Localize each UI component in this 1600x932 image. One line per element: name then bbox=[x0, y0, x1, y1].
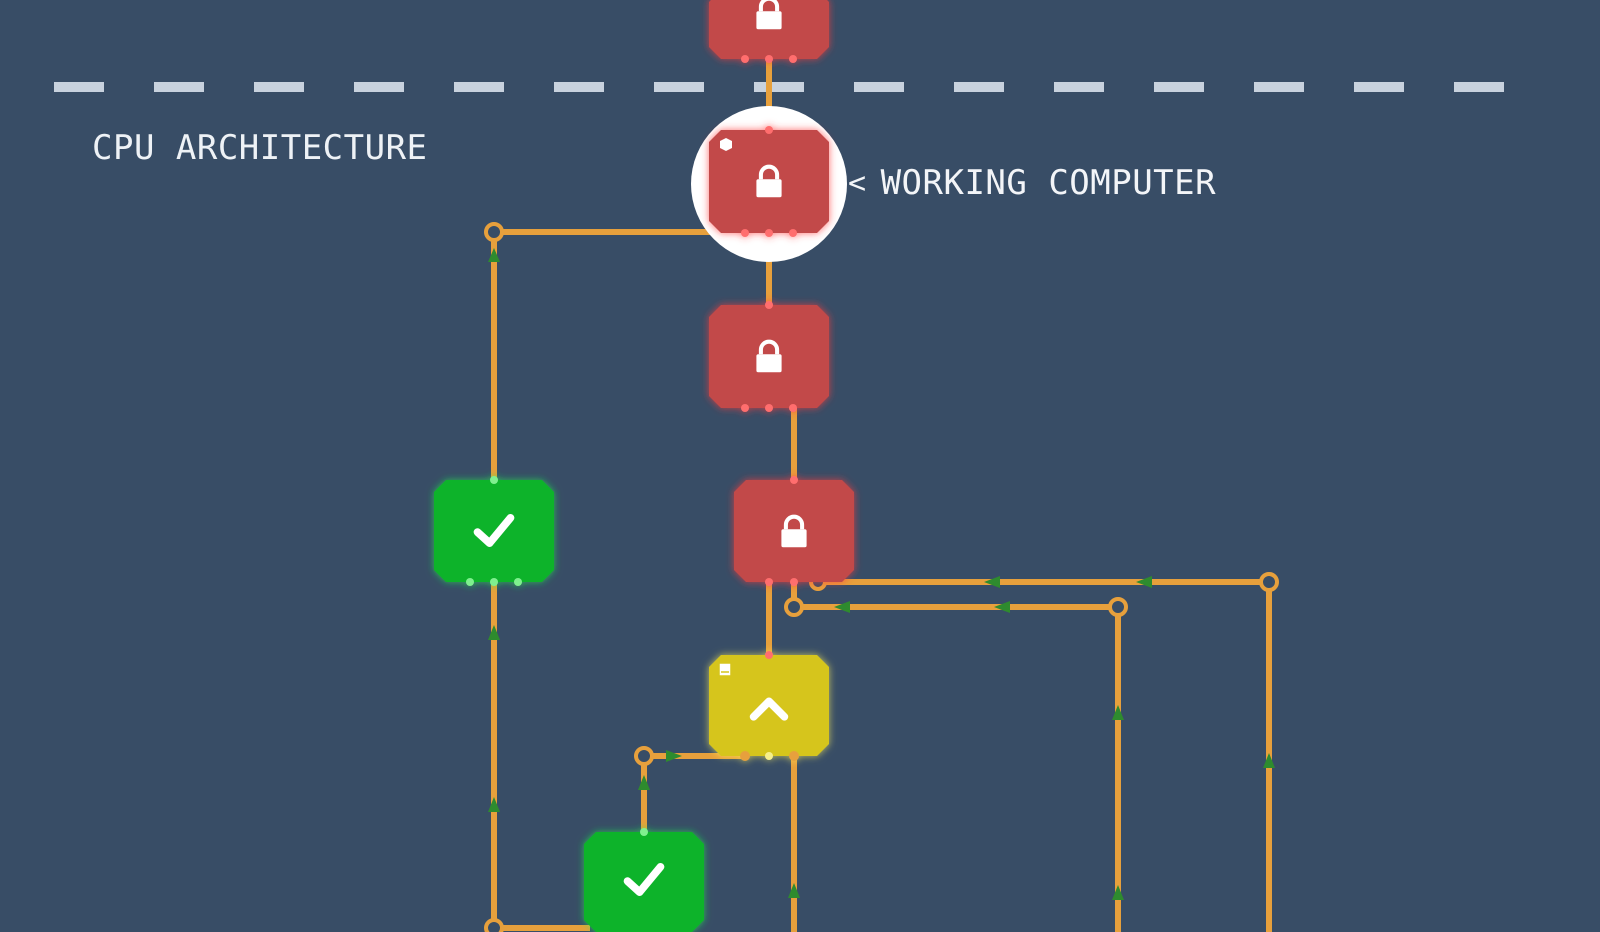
flow-arrow-icon bbox=[994, 601, 1010, 613]
flow-arrow-icon bbox=[638, 775, 650, 790]
level-node-available[interactable] bbox=[709, 651, 829, 761]
wire-joint bbox=[484, 222, 504, 242]
wire-joint bbox=[634, 746, 654, 766]
flow-arrow-icon bbox=[488, 248, 500, 262]
wire-joint bbox=[484, 918, 504, 932]
flow-arrow-icon bbox=[788, 883, 800, 898]
flow-arrow-icon bbox=[1112, 705, 1124, 720]
flow-arrow-icon bbox=[488, 797, 500, 812]
wire-joint bbox=[1259, 572, 1279, 592]
flow-arrow-icon bbox=[834, 601, 850, 613]
node-callout: < WORKING COMPUTER bbox=[848, 163, 1216, 203]
flow-arrow-icon bbox=[1263, 753, 1275, 768]
level-node-locked[interactable] bbox=[709, 0, 829, 63]
level-node-locked[interactable] bbox=[734, 476, 854, 586]
wire bbox=[641, 753, 745, 830]
wire bbox=[491, 582, 590, 931]
chevron-left-icon: < bbox=[848, 165, 867, 201]
level-node-completed[interactable] bbox=[584, 828, 704, 932]
hexagon-badge-icon bbox=[720, 138, 732, 151]
wire-joint bbox=[1108, 597, 1128, 617]
wire bbox=[818, 579, 1272, 932]
section-title: CPU ARCHITECTURE bbox=[92, 128, 428, 168]
flow-arrows bbox=[488, 248, 1275, 900]
wires bbox=[491, 0, 1272, 932]
level-node-locked[interactable] bbox=[709, 301, 829, 412]
wire-joints bbox=[484, 222, 1279, 932]
level-node-completed[interactable] bbox=[434, 476, 554, 586]
flow-arrow-icon bbox=[1136, 576, 1152, 588]
wire bbox=[491, 229, 745, 478]
flow-arrow-icon bbox=[488, 625, 500, 640]
document-badge-icon bbox=[718, 662, 732, 677]
flow-arrow-icon bbox=[1112, 885, 1124, 900]
callout-label: WORKING COMPUTER bbox=[880, 163, 1217, 203]
level-node-working-computer[interactable] bbox=[709, 126, 829, 237]
flow-arrow-icon bbox=[666, 750, 682, 762]
flow-arrow-icon bbox=[984, 576, 1000, 588]
wire-joint bbox=[784, 597, 804, 617]
wire bbox=[791, 582, 1121, 932]
